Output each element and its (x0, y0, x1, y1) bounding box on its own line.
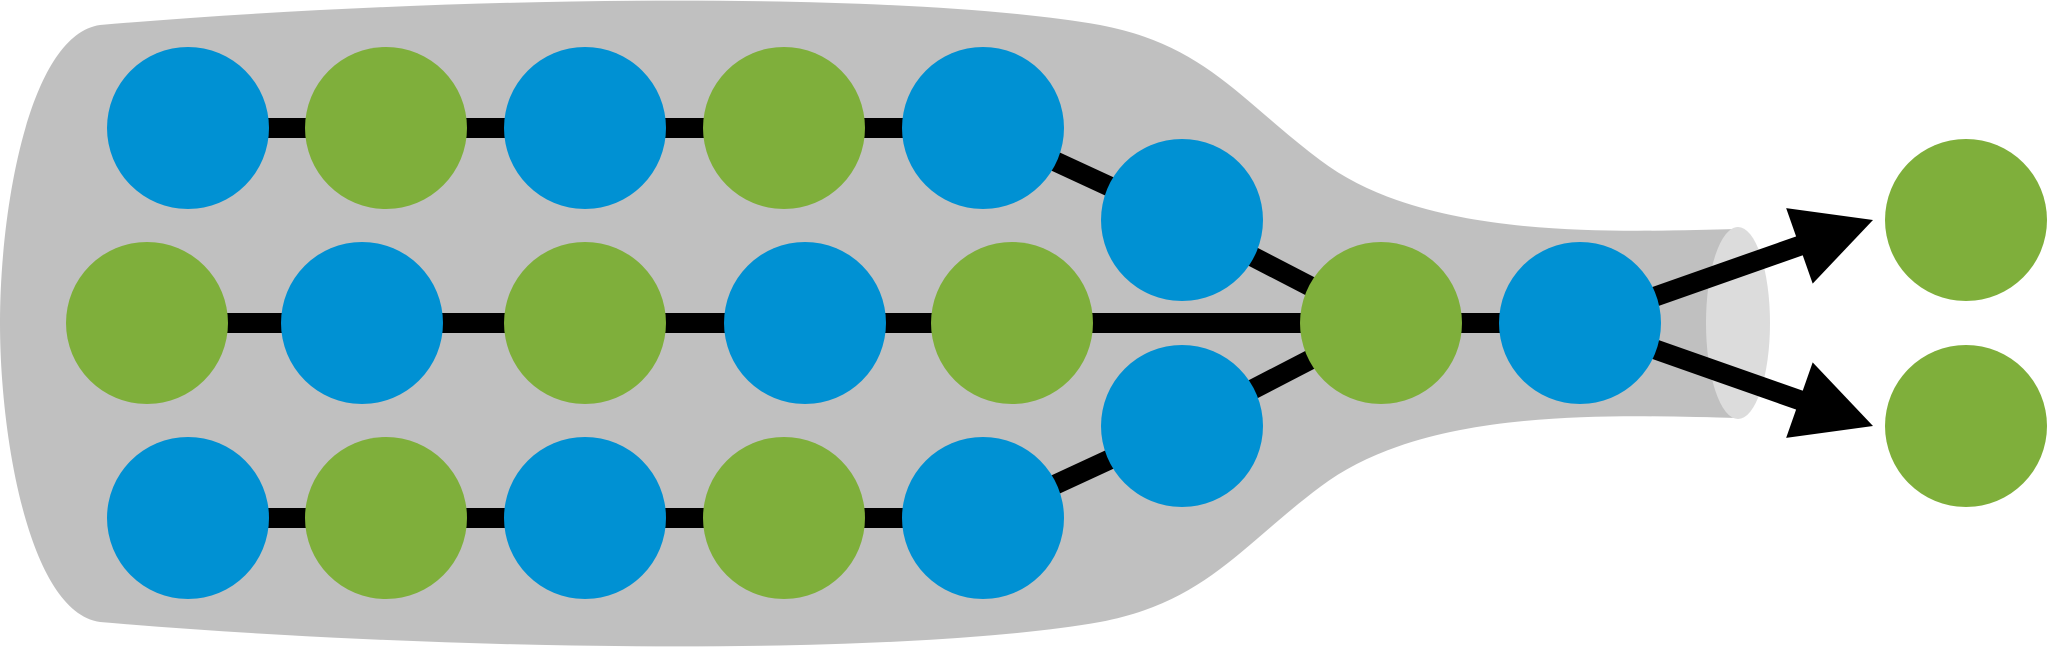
middle-lane-blue-ball (281, 242, 443, 404)
output-green-ball (1885, 139, 2047, 301)
output-green-ball (1885, 345, 2047, 507)
balls (66, 47, 2047, 599)
top-lane-green-ball (703, 47, 865, 209)
top-lane-blue-ball (107, 47, 269, 209)
bottom-lane-blue-ball (902, 437, 1064, 599)
top-lane-green-ball (305, 47, 467, 209)
merge-blue-ball (1101, 345, 1263, 507)
middle-lane-blue-ball (724, 242, 886, 404)
middle-lane-green-ball (66, 242, 228, 404)
bottom-lane-blue-ball (504, 437, 666, 599)
neck-blue-ball (1499, 242, 1661, 404)
arrowhead-icon (1786, 208, 1873, 284)
middle-lane-green-ball (931, 242, 1093, 404)
arrowhead-icon (1786, 362, 1873, 438)
bottom-lane-blue-ball (107, 437, 269, 599)
bottom-lane-green-ball (703, 437, 865, 599)
neck-green-ball (1300, 242, 1462, 404)
merge-blue-ball (1101, 139, 1263, 301)
middle-lane-green-ball (504, 242, 666, 404)
top-lane-blue-ball (902, 47, 1064, 209)
top-lane-blue-ball (504, 47, 666, 209)
bottom-lane-green-ball (305, 437, 467, 599)
